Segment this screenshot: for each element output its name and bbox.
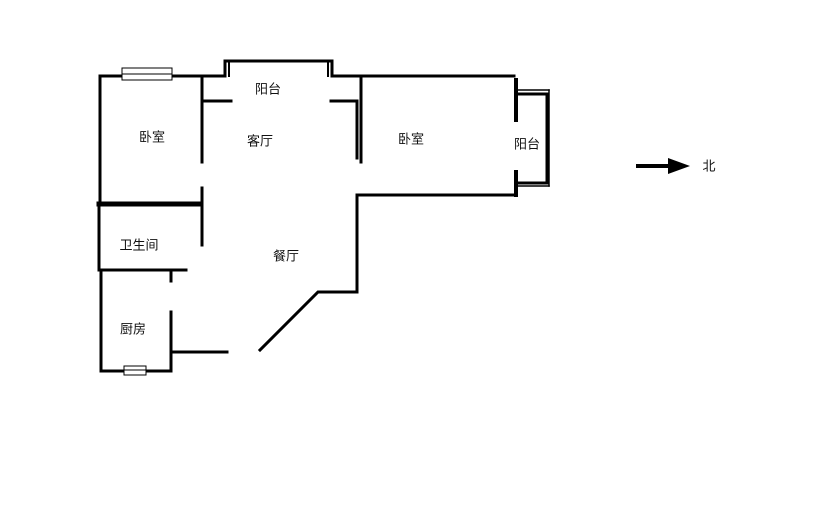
wall bbox=[257, 193, 359, 353]
window bbox=[123, 365, 147, 376]
arrow-right-icon bbox=[636, 158, 690, 174]
room-label-bathroom: 卫生间 bbox=[119, 238, 159, 254]
compass-north-label: 北 bbox=[702, 159, 716, 175]
room-label-balcony-right: 阳台 bbox=[513, 137, 541, 153]
room-label-living-room: 客厅 bbox=[246, 134, 274, 150]
wall bbox=[515, 92, 549, 185]
room-label-bedroom-right: 卧室 bbox=[397, 132, 425, 148]
window bbox=[121, 67, 173, 81]
room-label-balcony-top: 阳台 bbox=[254, 82, 282, 98]
room-label-bedroom-left: 卧室 bbox=[138, 130, 166, 146]
wall bbox=[329, 99, 359, 160]
room-label-kitchen: 厨房 bbox=[119, 322, 147, 338]
wall bbox=[200, 59, 362, 78]
room-label-dining-room: 餐厅 bbox=[272, 249, 300, 265]
